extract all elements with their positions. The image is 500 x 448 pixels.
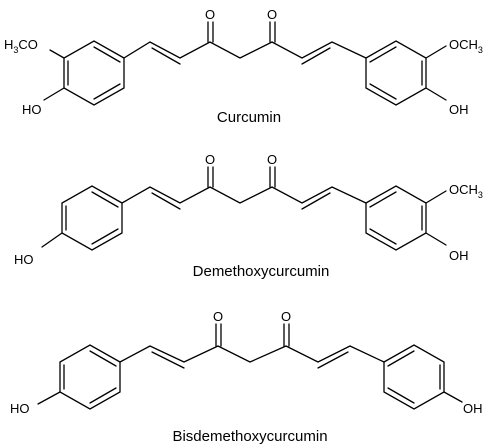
bisdemethoxycurcumin-left-hydroxy-bond <box>37 391 61 405</box>
curcumin-heptadienone-chain <box>123 21 367 65</box>
demethoxycurcumin-structure: HO O O OCH3 OH Demethoxycurcumin <box>14 152 483 280</box>
bisdemethoxycurcumin-right-hydroxy-label: OH <box>463 401 483 416</box>
demethoxycurcumin-right-hydroxy-label: OH <box>449 248 469 263</box>
demethoxycurcumin-carbonyl-oxygen-1: O <box>205 152 215 167</box>
curcumin-left-ring <box>63 40 125 106</box>
curcumin-right-hydroxy-label: OH <box>449 102 469 117</box>
curcumin-right-methoxy-bond <box>425 45 447 59</box>
bisdemethoxycurcumin-left-ring <box>59 344 121 410</box>
bisdemethoxycurcumin-right-ring <box>383 344 445 410</box>
demethoxycurcumin-left-hydroxy-bond <box>41 232 63 248</box>
bisdemethoxycurcumin-carbonyl-oxygen-1: O <box>213 309 223 324</box>
curcumin-carbonyl-oxygen-2: O <box>267 7 277 22</box>
demethoxycurcumin-right-hydroxy-bond <box>425 232 447 246</box>
bisdemethoxycurcumin-right-hydroxy-bond <box>443 391 463 403</box>
curcumin-structure: H3CO HO O O OCH3 OH Curcumin <box>4 7 483 126</box>
demethoxycurcumin-right-methoxy-bond <box>425 190 447 204</box>
curcumin-right-ring <box>365 40 427 106</box>
curcumin-carbonyl-oxygen-1: O <box>205 7 215 22</box>
demethoxycurcumin-left-ring <box>61 185 123 251</box>
bisdemethoxycurcumin-left-hydroxy-label: HO <box>10 401 30 416</box>
bisdemethoxycurcumin-heptadienone-chain <box>119 323 385 369</box>
curcumin-left-methoxy-bond <box>49 49 65 59</box>
curcumin-left-hydroxy-label: HO <box>22 102 42 117</box>
demethoxycurcumin-right-ring <box>365 185 427 251</box>
curcumin-left-hydroxy-bond <box>43 87 65 101</box>
bisdemethoxycurcumin-carbonyl-oxygen-2: O <box>281 309 291 324</box>
demethoxycurcumin-name: Demethoxycurcumin <box>193 263 330 280</box>
bisdemethoxycurcumin-structure: HO O O OH Bisdemethoxycurcumin <box>10 309 483 445</box>
curcumin-name: Curcumin <box>217 109 281 126</box>
demethoxycurcumin-heptadienone-chain <box>121 166 367 210</box>
curcumin-right-methoxy-label: OCH3 <box>449 37 483 55</box>
bisdemethoxycurcumin-name: Bisdemethoxycurcumin <box>172 428 327 445</box>
curcumin-right-hydroxy-bond <box>425 87 447 101</box>
demethoxycurcumin-carbonyl-oxygen-2: O <box>267 152 277 167</box>
demethoxycurcumin-right-methoxy-label: OCH3 <box>449 182 483 200</box>
demethoxycurcumin-left-hydroxy-label: HO <box>14 252 34 267</box>
curcumin-left-methoxy-label: H3CO <box>4 37 38 55</box>
